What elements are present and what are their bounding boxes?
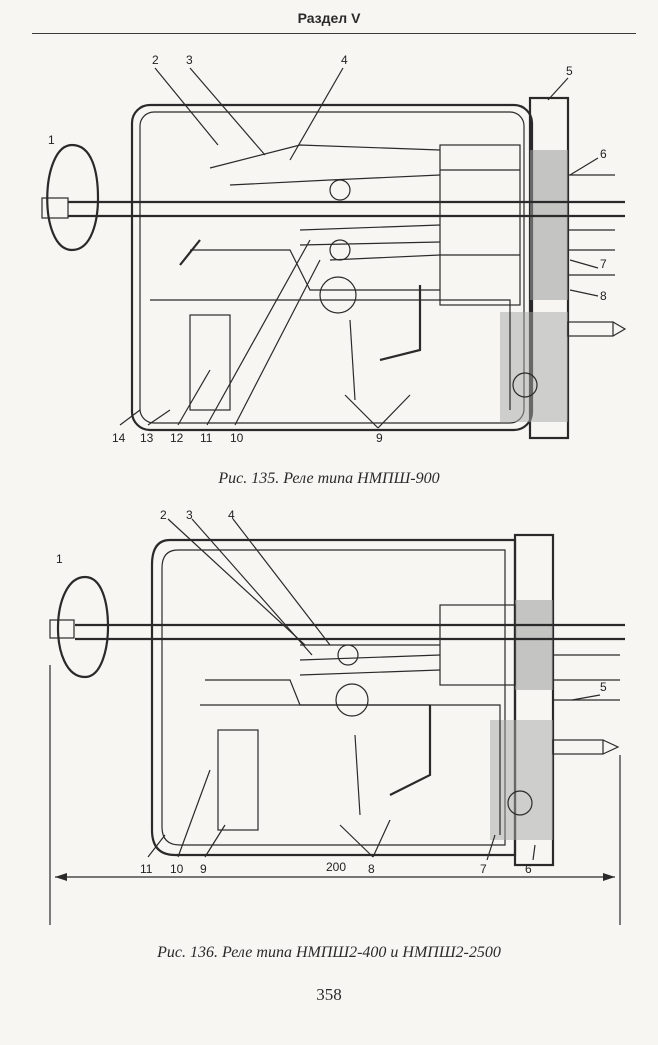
callout-7-136: 7 — [480, 862, 487, 876]
callout-11-136: 11 — [140, 862, 153, 876]
callout-6-136: 6 — [525, 862, 532, 876]
callout-4: 4 — [341, 53, 348, 67]
callout-14: 14 — [112, 431, 126, 445]
callout-8: 8 — [600, 289, 607, 303]
figure-135-caption: Рис. 135. Реле типа НМПШ-900 — [218, 470, 440, 487]
callout-1: 1 — [48, 133, 55, 147]
coil-core-136 — [217, 729, 259, 831]
callout-10: 10 — [230, 431, 244, 445]
header-rule — [32, 33, 636, 34]
callout-2: 2 — [152, 53, 159, 67]
page-number: 358 — [316, 985, 342, 1004]
callout-3: 3 — [186, 53, 193, 67]
callout-5-136: 5 — [600, 680, 607, 694]
callout-8-136: 8 — [368, 862, 375, 876]
figure-135-drawing: 2 3 4 5 1 6 7 8 9 10 11 12 13 14 — [41, 53, 627, 445]
callout-9: 9 — [376, 431, 383, 445]
callout-10-136: 10 — [170, 862, 184, 876]
callout-7: 7 — [600, 257, 607, 271]
figure-136-drawing: 1 2 3 4 5 6 7 8 9 10 11 200 — [49, 508, 625, 925]
plug-pin — [567, 321, 614, 337]
callout-12: 12 — [170, 431, 184, 445]
callout-9-136: 9 — [200, 862, 207, 876]
section-header: Раздел V — [297, 10, 361, 26]
callout-4-136: 4 — [228, 508, 235, 522]
contact-block — [439, 144, 521, 306]
callout-2-136: 2 — [160, 508, 167, 522]
relay-housing-136 — [150, 538, 517, 857]
relay-housing — [130, 103, 534, 432]
callout-6: 6 — [600, 147, 607, 161]
handle-knob — [46, 143, 100, 252]
dimension-label: 200 — [326, 860, 346, 874]
callout-5: 5 — [566, 64, 573, 78]
callout-1-136: 1 — [56, 552, 63, 566]
callout-11: 11 — [200, 431, 213, 445]
callout-13: 13 — [140, 431, 154, 445]
coil-core — [189, 314, 231, 411]
contact-block-136 — [439, 604, 516, 686]
handle-knob-136 — [56, 575, 110, 679]
figure-136-caption: Рис. 136. Реле типа НМПШ2-400 и НМПШ2-25… — [157, 944, 501, 961]
plug-pin-136 — [552, 739, 604, 755]
callout-3-136: 3 — [186, 508, 193, 522]
